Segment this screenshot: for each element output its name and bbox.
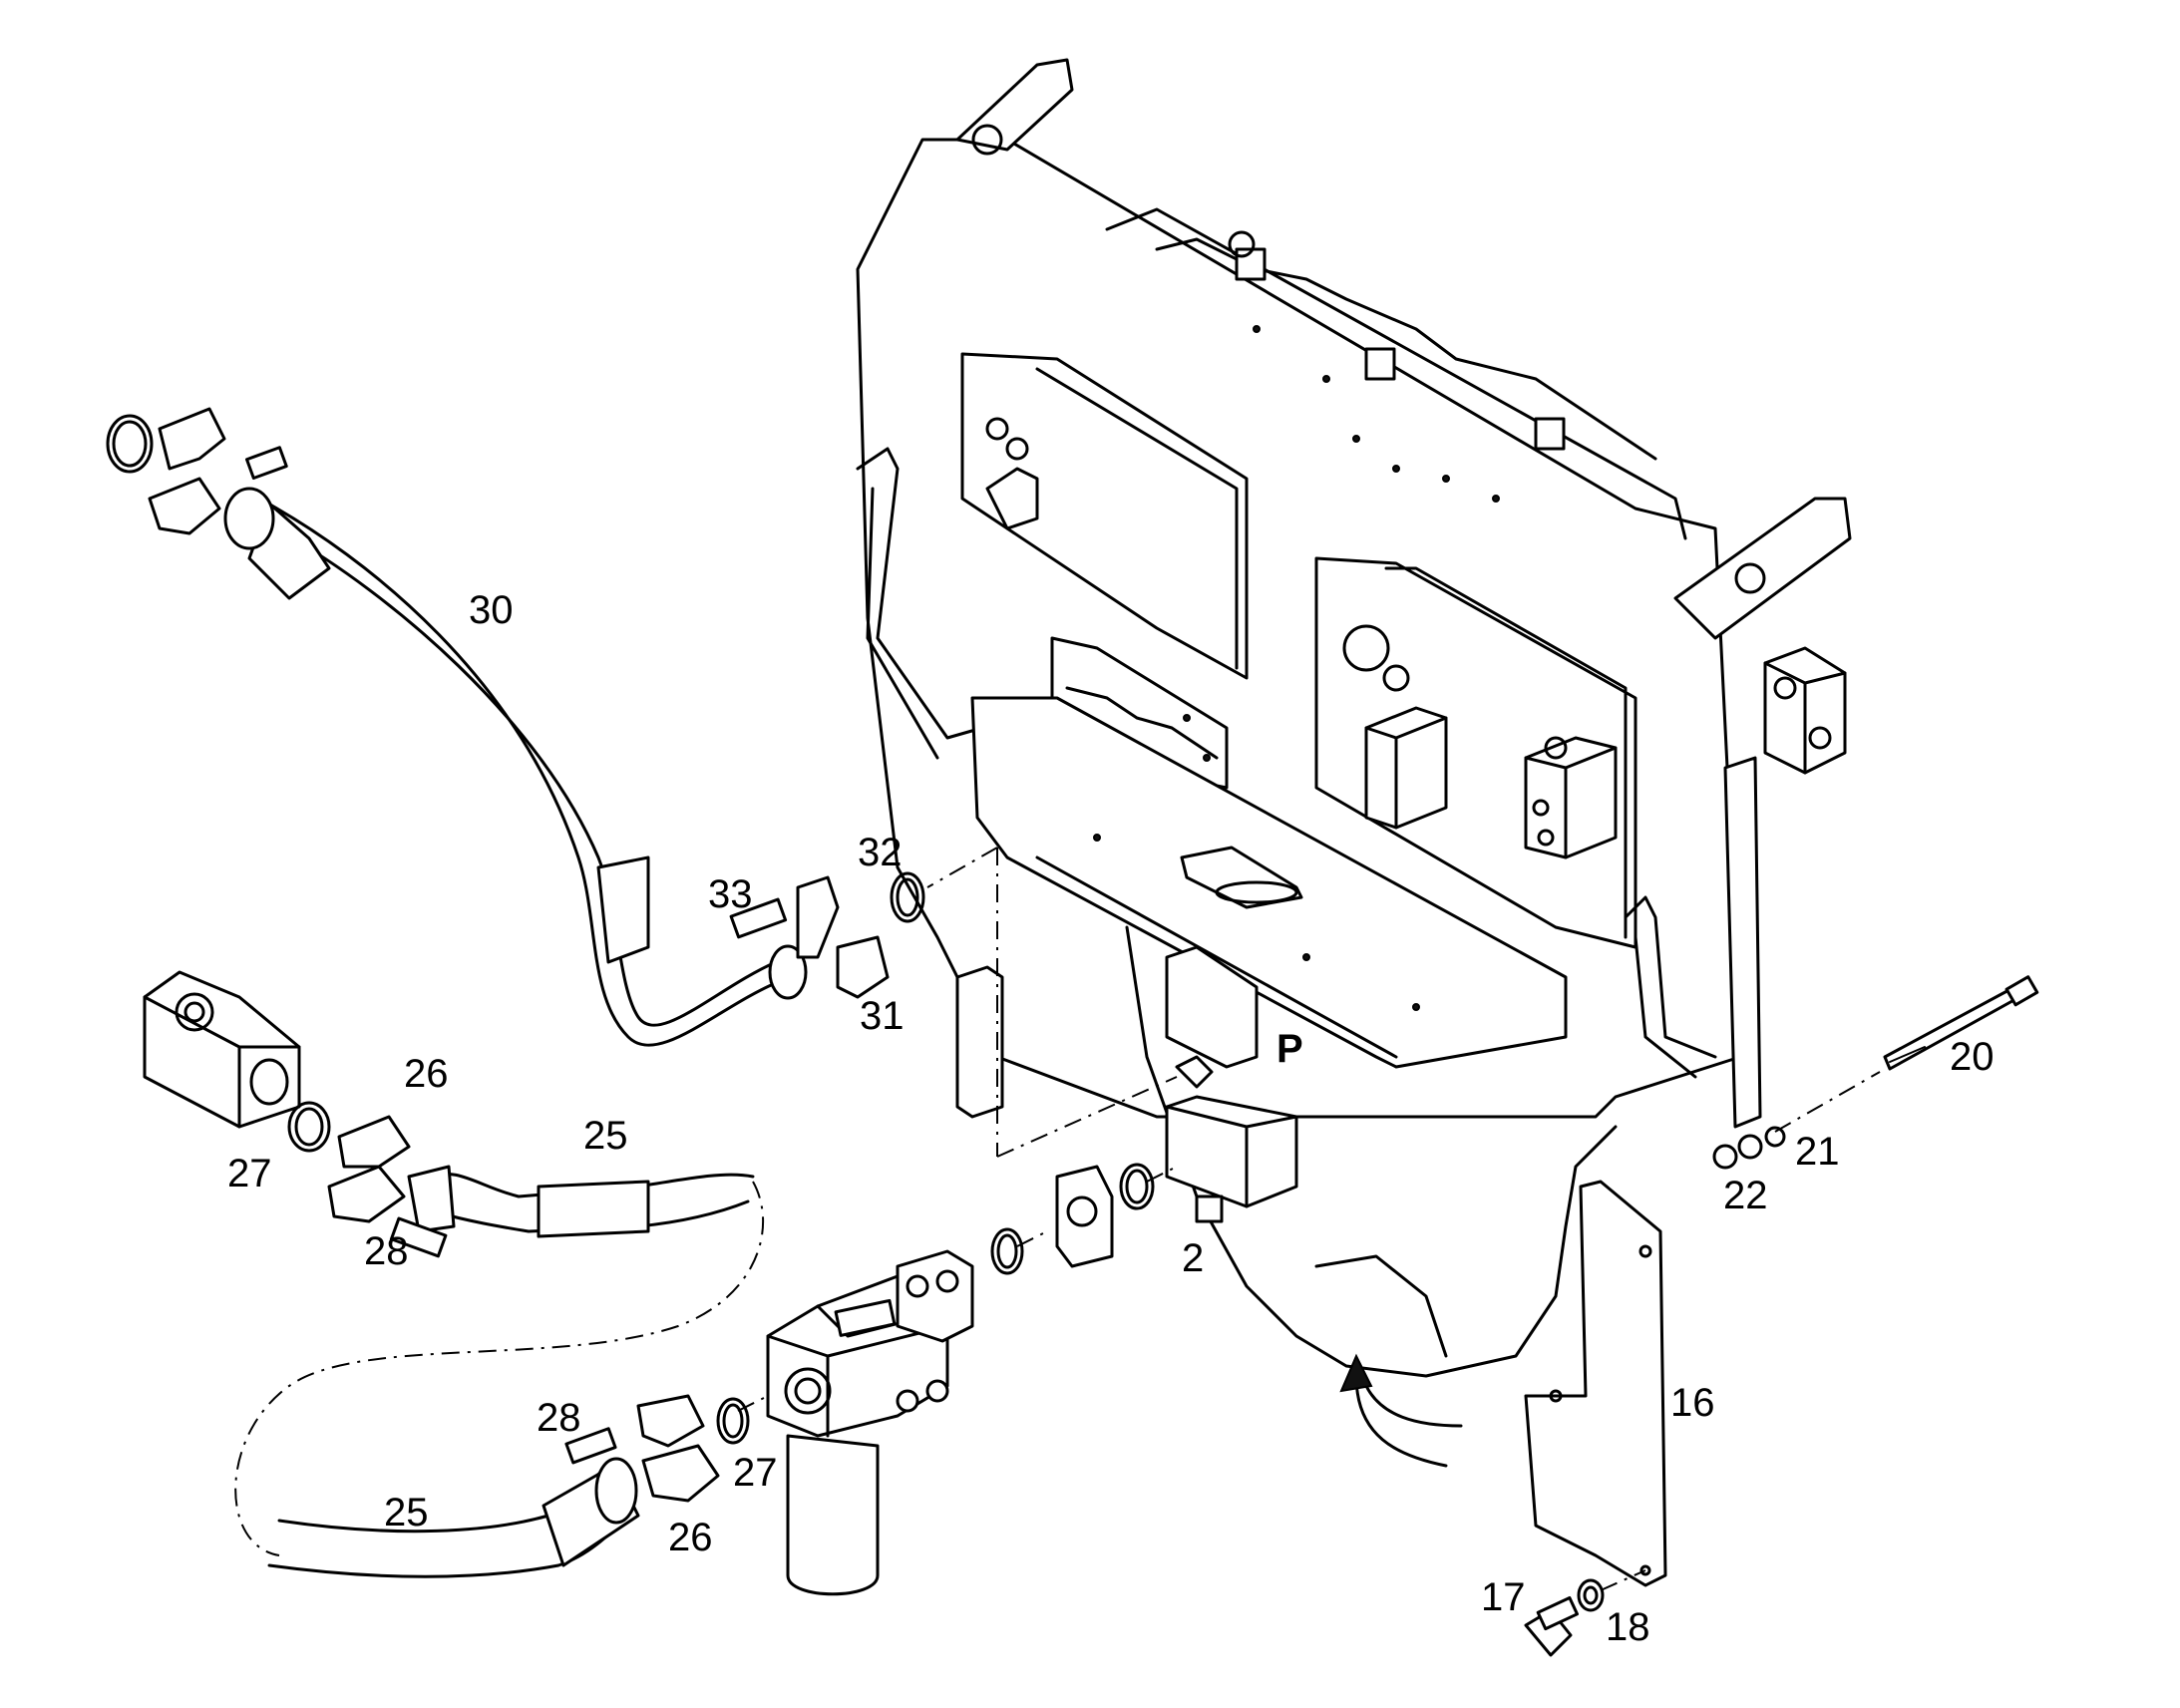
callout-25: 25 — [583, 1114, 628, 1158]
callout-27: 27 — [733, 1451, 778, 1495]
main-frame — [856, 58, 1852, 1378]
callout-20: 20 — [1950, 1035, 1995, 1079]
hose-30 — [223, 487, 808, 1047]
callout-32: 32 — [858, 831, 903, 874]
pump-block — [143, 970, 331, 1153]
callout-25: 25 — [384, 1491, 429, 1535]
cover-plate-16 — [1524, 1180, 1667, 1587]
callout-16: 16 — [1670, 1381, 1715, 1425]
assembly-lines — [737, 847, 1881, 1591]
callout-26: 26 — [668, 1516, 713, 1559]
callout-18: 18 — [1606, 1605, 1650, 1649]
callout-26: 26 — [404, 1052, 449, 1096]
callout-30: 30 — [469, 588, 514, 632]
callout-28: 28 — [364, 1229, 409, 1273]
assembly-direction-arrow — [1339, 1353, 1463, 1468]
flange-fittings-31-33 — [729, 871, 925, 999]
upper-left-fittings — [106, 407, 288, 535]
callout-21: 21 — [1795, 1130, 1840, 1174]
callout-27: 27 — [227, 1152, 272, 1196]
callout-labels: 30 33 32 31 26 25 27 28 2 20 21 22 16 28… — [227, 588, 1995, 1649]
bolt-20-nuts — [1712, 975, 2039, 1170]
callout-2: 2 — [1182, 1236, 1204, 1280]
callout-17: 17 — [1481, 1575, 1526, 1619]
flange-pieces-26-28 — [327, 1115, 750, 1503]
callout-31: 31 — [860, 994, 905, 1038]
valve-assembly: P — [1165, 945, 1303, 1223]
port-stamp: P — [1276, 1027, 1303, 1071]
callout-33: 33 — [708, 872, 753, 916]
screw-17-washer-18 — [1524, 1578, 1605, 1657]
hose-25 — [234, 1165, 765, 1578]
callout-22: 22 — [1723, 1174, 1768, 1217]
filter-assembly — [766, 1163, 1155, 1596]
callout-28: 28 — [537, 1396, 581, 1440]
